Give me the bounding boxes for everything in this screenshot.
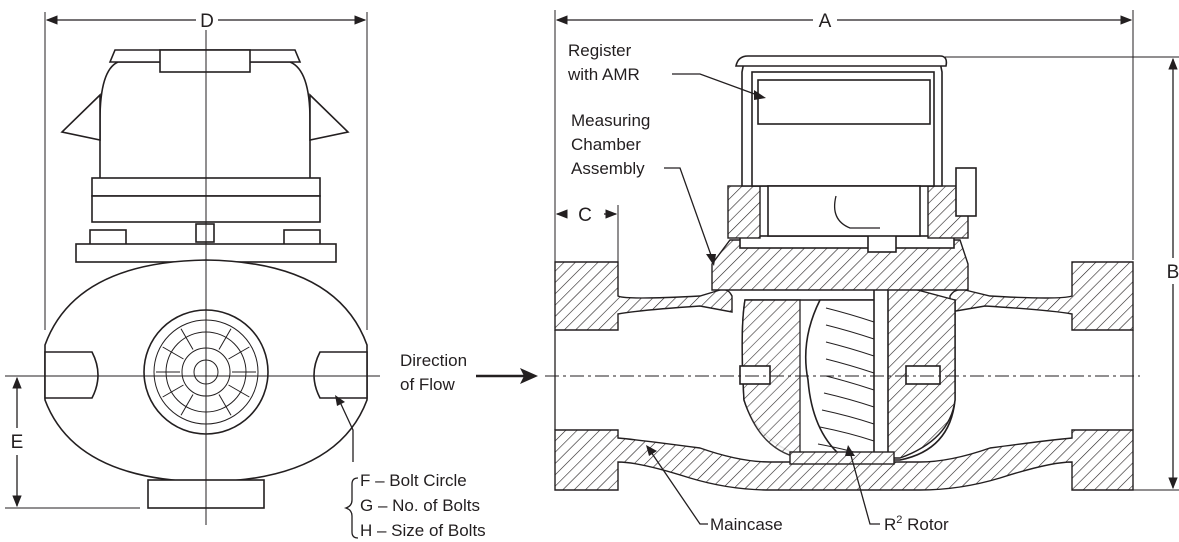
bolt-leader-arrow [335, 395, 345, 406]
section-view: A B C [545, 10, 1179, 534]
register-dial [757, 79, 931, 125]
bolt-size-label: H – Size of Bolts [360, 521, 486, 540]
flow-label-line2: of Flow [400, 375, 456, 394]
bolt-count-label: G – No. of Bolts [360, 496, 480, 515]
end-view: D E [5, 11, 486, 540]
rotor-blade [825, 307, 875, 323]
dimension-e-label: E [11, 432, 24, 453]
maincase-upper-left [554, 261, 733, 331]
chamber-label-line2: Chamber [571, 135, 641, 154]
rotor-blade [823, 392, 875, 408]
rotor-blade [825, 324, 875, 340]
rotor-label: R2 Rotor [884, 514, 949, 534]
register-leader-arrow [754, 90, 766, 100]
chamber-leader-arrow [706, 254, 716, 266]
maincase-leader [650, 451, 708, 525]
rotor-blade [825, 341, 875, 357]
maincase-label: Maincase [710, 515, 783, 534]
maincase-lower [554, 429, 1134, 491]
dimension-c-label: C [578, 205, 592, 226]
chamber-cover [711, 239, 969, 291]
inlet-vane [218, 328, 232, 350]
register-leader [672, 73, 761, 97]
maincase-upper-right [949, 261, 1134, 331]
amr-connector [955, 167, 977, 217]
rotor-blade [825, 375, 875, 391]
chamber-inlet-housing [741, 299, 801, 459]
inlet-vane [162, 384, 184, 398]
inlet-vane [180, 394, 194, 416]
inlet-bearing [739, 365, 771, 385]
flow-direction: Direction of Flow [400, 351, 538, 394]
mount-left [727, 185, 761, 239]
bolt-slot-right [313, 351, 368, 399]
chamber-label-line1: Measuring [571, 111, 650, 130]
rotor-blade [825, 358, 875, 374]
dimension-b-label: B [1167, 262, 1179, 283]
rotor-blade [821, 409, 875, 425]
chamber-label-line3: Assembly [571, 159, 645, 178]
rotor-leader [849, 451, 880, 525]
register-label-line1: Register [568, 41, 632, 60]
register-label-line2: with AMR [567, 65, 640, 84]
bolt-brace [343, 477, 359, 539]
cover-rim [739, 235, 955, 249]
rotor-shaft [873, 284, 889, 456]
inlet-vane [228, 346, 250, 360]
register-body [767, 185, 921, 237]
center-plug [195, 223, 215, 243]
register-dome [99, 61, 311, 181]
dimension-d-label: D [200, 11, 214, 32]
register-lid-hinge [159, 49, 251, 73]
amr-wire [833, 195, 880, 229]
chamber-bottom-plate [789, 451, 895, 465]
bolt-circle-label: F – Bolt Circle [360, 471, 467, 490]
inlet-vane [228, 384, 250, 398]
dimension-a-label: A [819, 11, 832, 32]
rotor-blade [819, 426, 875, 442]
outlet-bearing [905, 365, 941, 385]
bolt-leader [339, 401, 354, 462]
inlet-vane [162, 346, 184, 360]
rotor-leader-arrow [845, 445, 855, 456]
inlet-vane [218, 394, 232, 416]
flow-label-line1: Direction [400, 351, 467, 370]
right-tab [309, 93, 350, 141]
bolt-slot-left [44, 351, 99, 399]
inlet-vane [180, 328, 194, 350]
flow-arrow-head [520, 368, 538, 384]
left-tab [60, 93, 101, 141]
maincase-leader-arrow [646, 445, 657, 456]
chamber-leader [664, 167, 713, 259]
register-lid [735, 55, 948, 67]
